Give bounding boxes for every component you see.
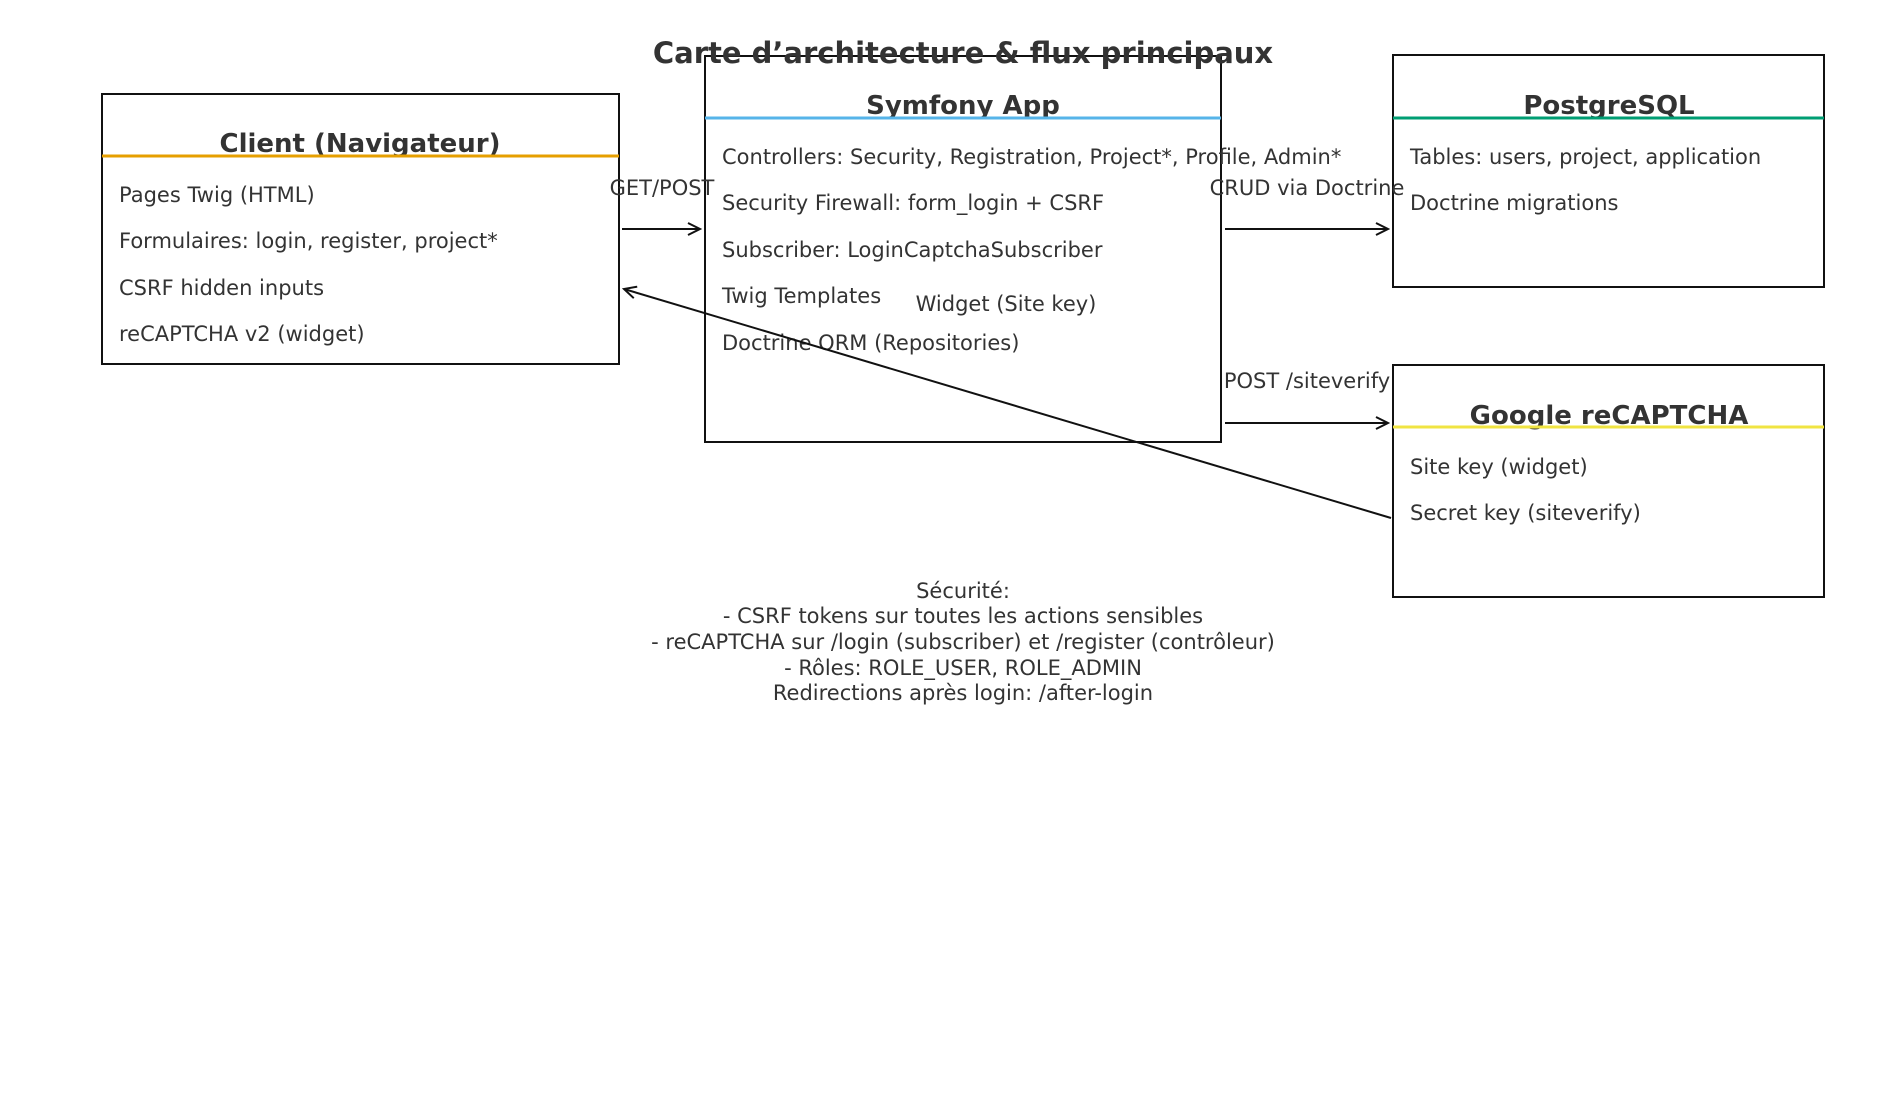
symfony-item: Subscriber: LoginCaptchaSubscriber (722, 238, 1103, 262)
symfony-item: Doctrine ORM (Repositories) (722, 331, 1019, 355)
client-item: Pages Twig (HTML) (119, 183, 315, 207)
edge-label-recaptcha-client: Widget (Site key) (916, 292, 1097, 316)
arrow-recaptcha-to-client (624, 289, 1392, 519)
symfony-box: Symfony App Controllers: Security, Regis… (704, 55, 1341, 443)
client-item: CSRF hidden inputs (119, 276, 324, 300)
postgres-box-title: PostgreSQL (1523, 91, 1694, 121)
client-box-title: Client (Navigateur) (219, 129, 500, 159)
symfony-box-title: Symfony App (866, 91, 1060, 121)
postgres-item: Tables: users, project, application (1409, 145, 1761, 169)
client-item: reCAPTCHA v2 (widget) (119, 322, 365, 346)
postgres-item: Doctrine migrations (1410, 191, 1618, 215)
security-note-line: - reCAPTCHA sur /login (subscriber) et /… (651, 630, 1275, 654)
security-note-line: - Rôles: ROLE_USER, ROLE_ADMIN (784, 656, 1142, 681)
edge-label-client-symfony: GET/POST (610, 176, 715, 200)
client-box: Client (Navigateur) Pages Twig (HTML) Fo… (101, 93, 620, 365)
symfony-item: Controllers: Security, Registration, Pro… (722, 145, 1341, 169)
security-note: Sécurité: - CSRF tokens sur toutes les a… (651, 579, 1275, 705)
edge-label-symfony-postgres: CRUD via Doctrine (1210, 176, 1405, 200)
symfony-item: Twig Templates (721, 284, 881, 308)
postgres-box: PostgreSQL Tables: users, project, appli… (1392, 54, 1825, 288)
recaptcha-item: Site key (widget) (1410, 455, 1588, 479)
security-note-line: Sécurité: (916, 579, 1010, 603)
edge-label-symfony-recaptcha: POST /siteverify (1224, 369, 1390, 393)
client-item: Formulaires: login, register, project* (119, 229, 498, 253)
recaptcha-box: Google reCAPTCHA Site key (widget) Secre… (1392, 364, 1825, 598)
diagram-title: Carte d’architecture & flux principaux (653, 36, 1274, 70)
security-note-line: - CSRF tokens sur toutes les actions sen… (723, 604, 1203, 628)
recaptcha-item: Secret key (siteverify) (1410, 501, 1641, 525)
security-note-line: Redirections après login: /after-login (773, 681, 1153, 705)
symfony-item: Security Firewall: form_login + CSRF (722, 191, 1104, 216)
